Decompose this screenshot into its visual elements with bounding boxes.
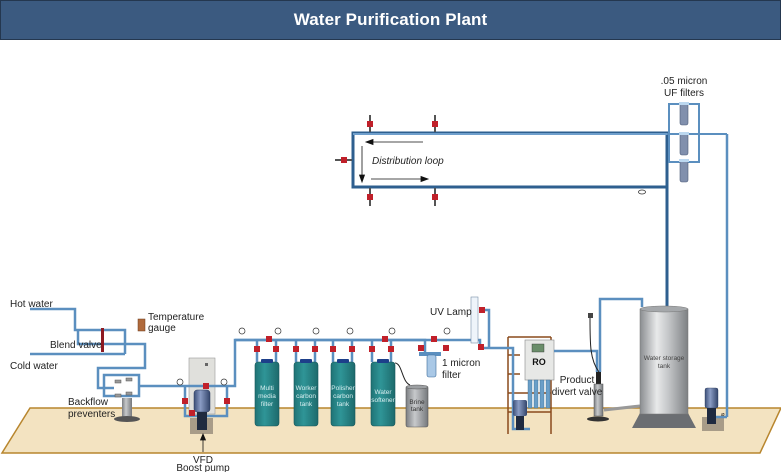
product-piping: [554, 297, 644, 372]
tank-label: carbon: [296, 393, 316, 400]
page-title: Water Purification Plant: [293, 10, 488, 29]
product-divert-label-1: Product: [560, 375, 595, 386]
temperature-gauge-icon: [137, 318, 146, 332]
title-bar: Water Purification Plant: [0, 0, 781, 40]
manifold-gauges: [238, 327, 451, 335]
tank-label: Worker: [296, 385, 318, 392]
pressure-gauges: [176, 378, 228, 386]
brine-line: [394, 362, 411, 386]
backflow-preventers: [114, 377, 140, 422]
brine-tank-label: tank: [411, 406, 424, 413]
uf-filters-label-2: UF filters: [664, 88, 704, 99]
tank-label: tank: [300, 401, 313, 408]
uv-lamp: [470, 296, 491, 348]
blend-valve-icon: [101, 328, 104, 352]
tank-label: softener: [371, 397, 395, 404]
tank-label: Water: [374, 389, 392, 396]
uv-lamp-label: UV Lamp: [430, 307, 472, 318]
temperature-gauge-label-2: gauge: [148, 323, 176, 334]
micron-filter: [419, 352, 441, 378]
product-divert-valve: [587, 313, 641, 422]
uf-filters-label-1: .05 micron: [661, 76, 708, 87]
water-storage-tank: [632, 305, 696, 428]
backflow-label-2: preventers: [68, 409, 115, 420]
loop-sensor-icon: [638, 189, 646, 195]
distribution-pump: ⌀: [702, 387, 727, 431]
tank-labels: Multi media filter Worker carbon tank Po…: [258, 385, 395, 408]
tank-label: tank: [337, 401, 350, 408]
backflow-label-1: Backflow: [68, 397, 109, 408]
tank-label: Multi: [260, 385, 274, 392]
boost-pump: [193, 389, 211, 430]
micron-filter-label-2: filter: [442, 370, 462, 381]
boost-pump-arrow: [199, 432, 207, 452]
treatment-tanks: [254, 359, 396, 427]
loop-valves: [341, 121, 438, 200]
temperature-gauge-label-1: Temperature: [148, 312, 205, 323]
hot-water-label: Hot water: [10, 299, 53, 310]
storage-tank-label-1: Water storage: [644, 355, 685, 362]
vfd-label: VFD: [193, 455, 213, 466]
distribution-loop: Distribution loop: [335, 115, 669, 206]
product-divert-label-2: divert valve: [552, 387, 603, 398]
micron-filter-label-1: 1 micron: [442, 358, 480, 369]
tank-label: filter: [261, 401, 274, 408]
manifold-valves: [254, 336, 484, 352]
tank-label: media: [258, 393, 276, 400]
distribution-loop-label: Distribution loop: [372, 156, 444, 167]
tank-label: carbon: [333, 393, 353, 400]
storage-tank-label-2: tank: [658, 363, 671, 370]
tank-label: Polisher: [331, 385, 355, 392]
ro-label: RO: [532, 357, 546, 367]
cold-water-label: Cold water: [10, 361, 58, 372]
uf-filters: [667, 102, 729, 417]
boost-pump-label: Boost pump: [176, 463, 230, 472]
boost-pump-valves: [182, 383, 230, 416]
brine-tank: Brine tank: [405, 384, 429, 428]
pump-gauge-icon: ⌀: [721, 411, 725, 418]
inlet-piping: [30, 307, 185, 398]
flow-arrows: [358, 138, 430, 184]
ro-unit: [490, 336, 555, 434]
brine-tank-label: Brine: [409, 399, 425, 406]
blend-valve-label: Blend valve: [50, 340, 102, 351]
